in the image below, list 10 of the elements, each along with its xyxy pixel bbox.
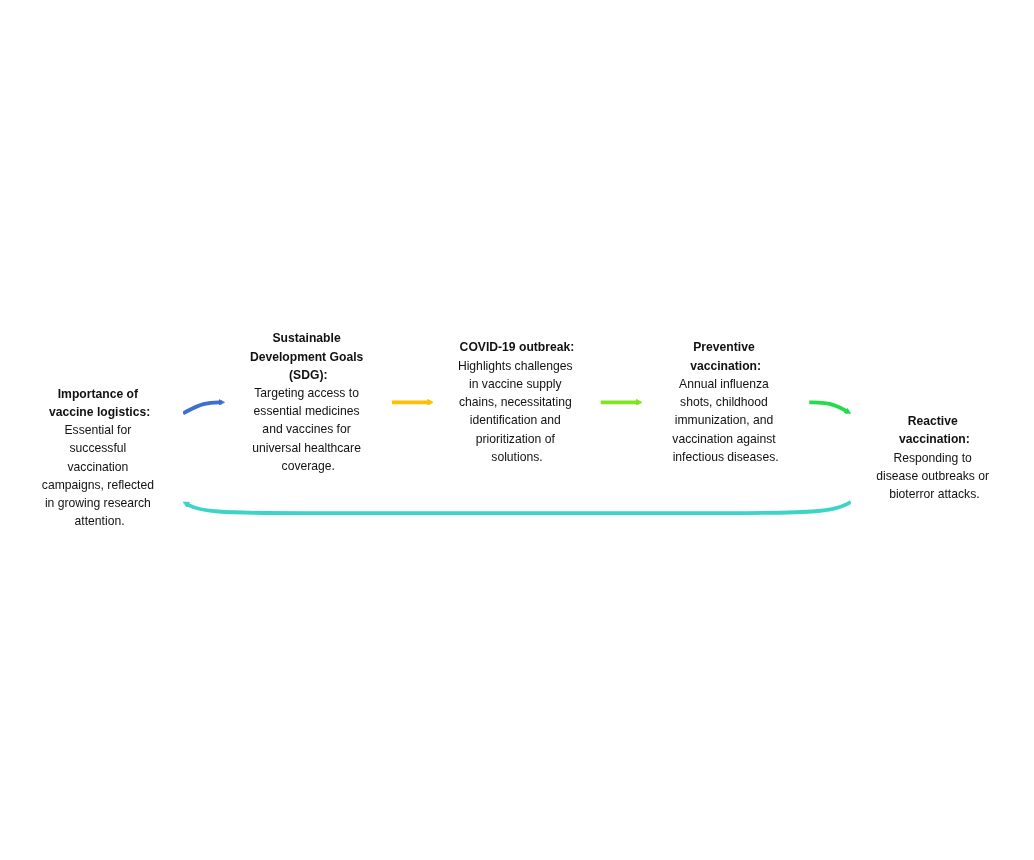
arrow [391, 398, 434, 406]
arrow [809, 400, 852, 414]
node-text: Reactive vaccination: Responding to disease outbreaks or bioterror attacks. [876, 414, 990, 501]
node-text: Sustainable Development Goals (SDG): Targeting access to essential medicines and vaccines for universal healthcare coverage. [249, 331, 364, 473]
arrow [600, 398, 643, 406]
arrow [182, 398, 226, 416]
node-text: Importance of vaccine logistics: Essential for successful vaccination campaigns, reflected in growing research attention. [41, 387, 154, 528]
arrow [182, 500, 852, 515]
node-text: COVID-19 outbreak: Highlights challenges in vaccine supply chains, necessitating identification and prioritization of solutions. [457, 340, 575, 463]
node-text: Preventive vaccination: Annual influenza shots, childhood immunization, and vaccination against infectious diseases. [672, 340, 779, 463]
